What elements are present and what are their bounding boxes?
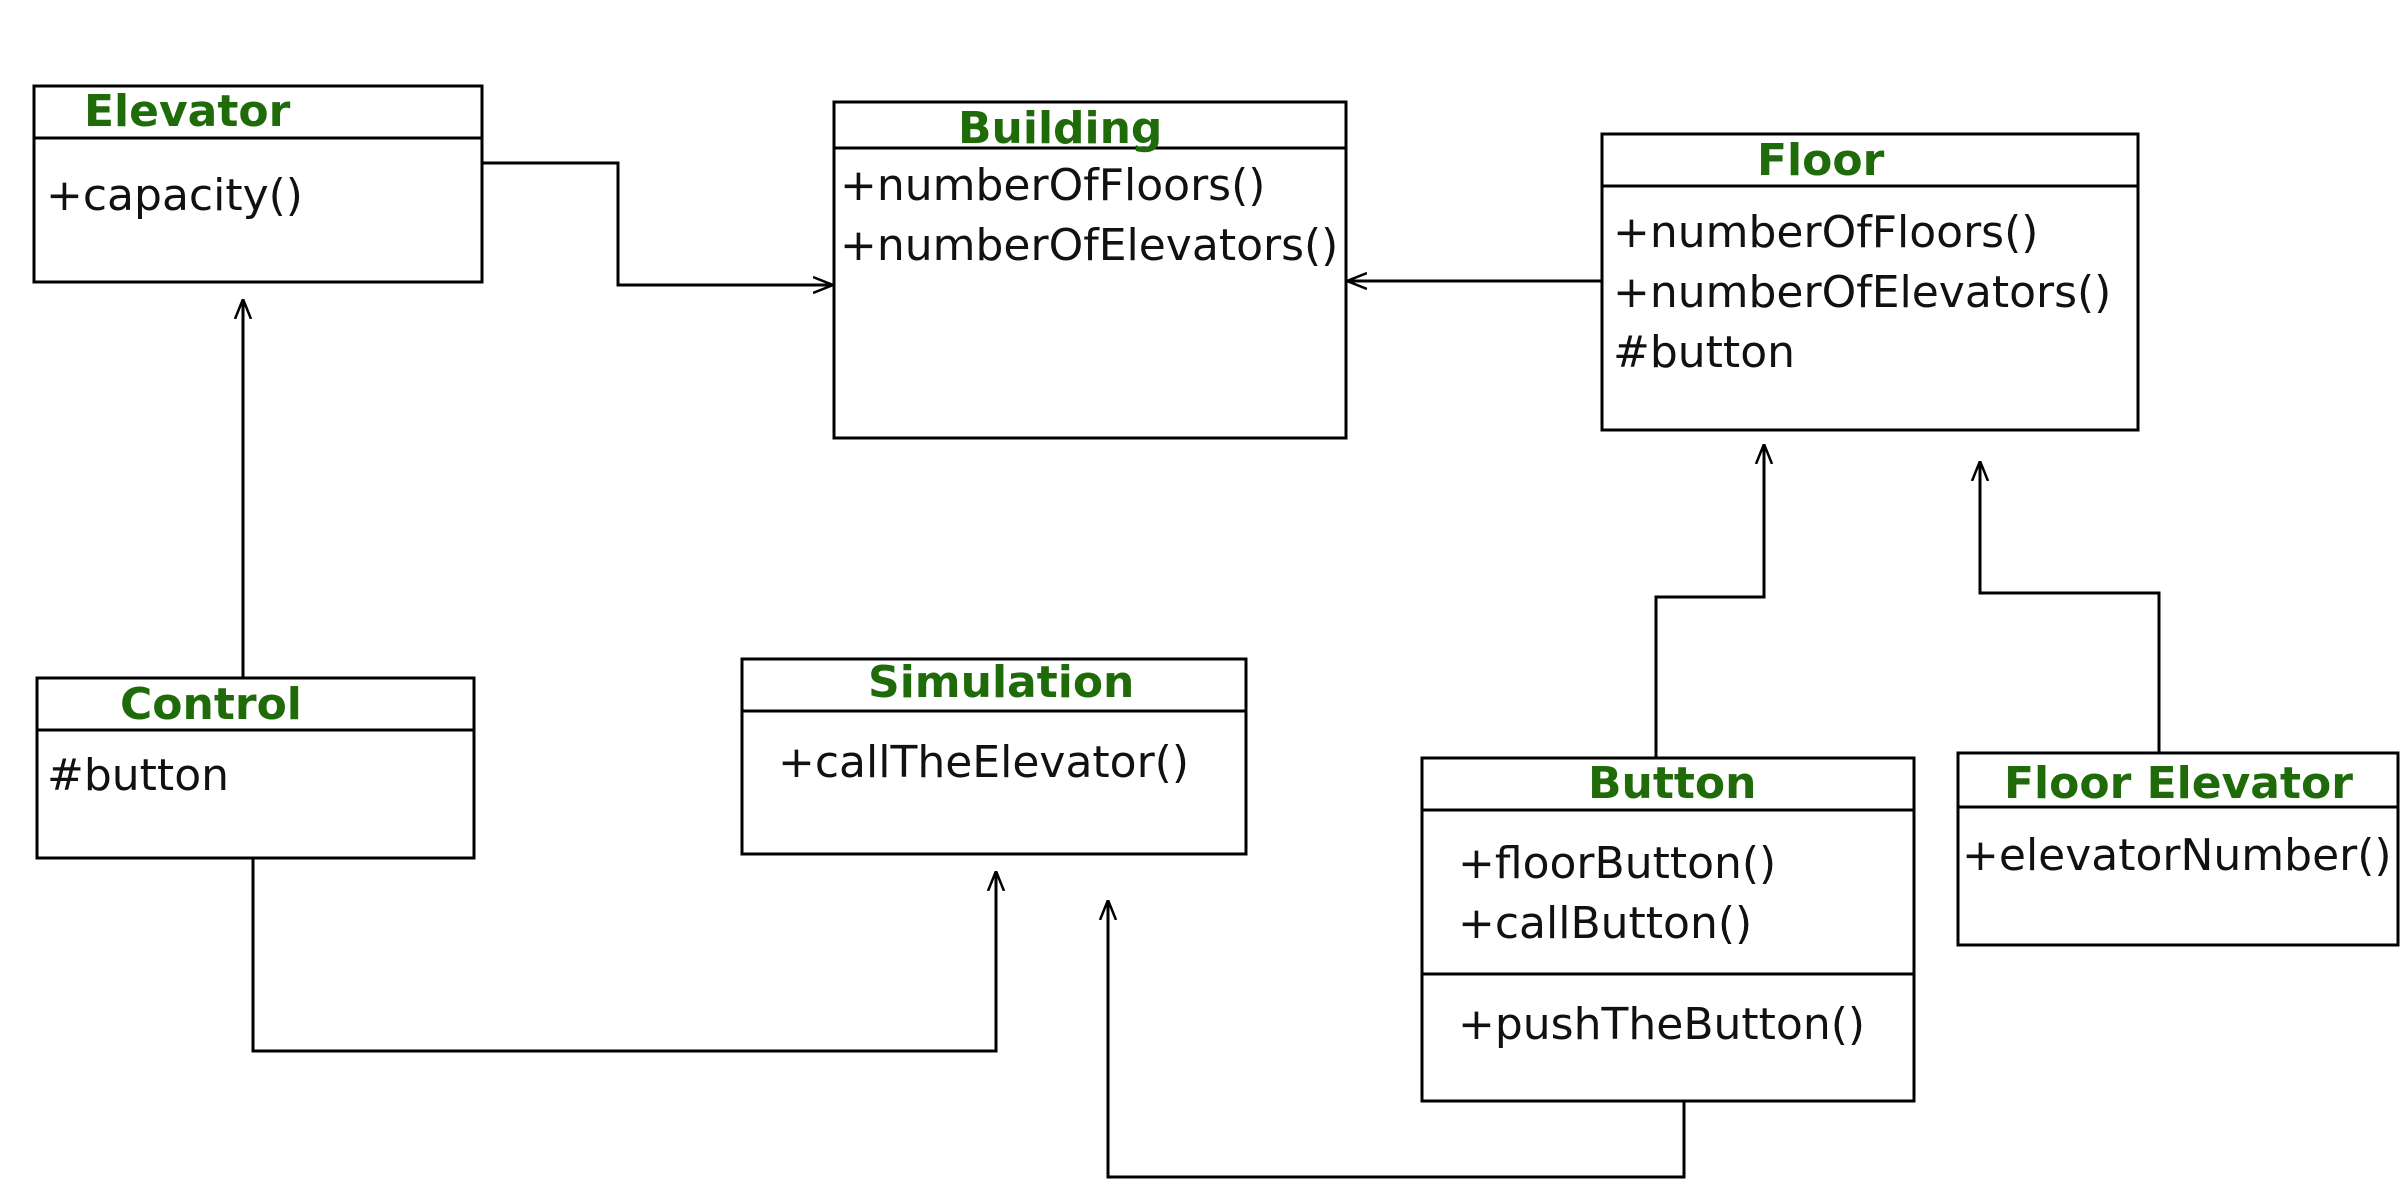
class-building[interactable]: Building +numberOfFloors() +numberOfElev… [832, 100, 1348, 440]
class-floor-elevator[interactable]: Floor Elevator +elevatorNumber() [1956, 751, 2400, 947]
class-member: +numberOfElevators() [840, 220, 1338, 271]
connector-button-to-simulation [1108, 901, 1686, 1179]
connectors [243, 161, 2161, 1179]
class-button[interactable]: Button +floorButton() +callButton() +pus… [1420, 756, 1916, 1103]
class-operation: +pushTheButton() [1458, 999, 1865, 1050]
class-name: Simulation [868, 657, 1134, 708]
class-member: +elevatorNumber() [1962, 830, 2392, 881]
connector-floor-elevator-to-floor [1980, 462, 2161, 752]
class-name: Building [958, 103, 1162, 154]
class-member: +callTheElevator() [778, 737, 1189, 788]
class-name: Elevator [84, 86, 291, 137]
class-member: +numberOfFloors() [840, 160, 1265, 211]
class-name: Floor [1757, 135, 1885, 186]
class-name: Button [1588, 758, 1756, 809]
class-member: +numberOfFloors() [1613, 207, 2038, 258]
class-name: Control [120, 679, 302, 730]
class-member: +capacity() [46, 170, 303, 221]
class-member: +numberOfElevators() [1613, 267, 2111, 318]
class-member: #button [47, 750, 229, 801]
class-member: +floorButton() [1458, 838, 1776, 889]
class-simulation[interactable]: Simulation +callTheElevator() [740, 657, 1248, 856]
connector-button-to-floor [1654, 445, 1764, 757]
class-name: Floor Elevator [2004, 758, 2353, 809]
class-elevator[interactable]: Elevator +capacity() [32, 84, 484, 284]
class-member: +callButton() [1458, 898, 1752, 949]
connector-elevator-to-building [482, 161, 832, 285]
connector-control-to-simulation [251, 859, 996, 1053]
class-control[interactable]: Control #button [35, 676, 476, 860]
class-floor[interactable]: Floor +numberOfFloors() +numberOfElevato… [1600, 132, 2140, 432]
class-member: #button [1613, 327, 1795, 378]
